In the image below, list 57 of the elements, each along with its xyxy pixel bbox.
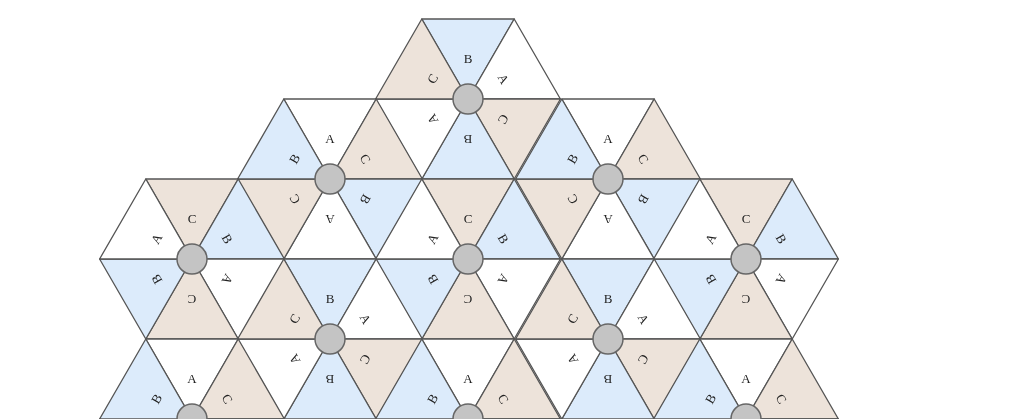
tile-letter: B — [324, 291, 336, 307]
tile-letter: C — [563, 310, 583, 329]
tile-letter: C — [633, 350, 653, 369]
tile-letter: B — [423, 390, 443, 409]
tile-letter: C — [462, 211, 474, 227]
tile-letter: C — [740, 291, 752, 307]
tile-letter: B — [147, 270, 167, 289]
tile-letter: B — [147, 390, 167, 409]
tile-letter: C — [462, 291, 474, 307]
tile-letter: B — [285, 150, 305, 169]
tile-letter: A — [493, 270, 513, 290]
tile-letter: C — [285, 310, 305, 329]
tile-letter: C — [186, 291, 198, 307]
tile-letter: A — [740, 371, 752, 387]
tile-letter: B — [324, 371, 336, 387]
tile-letter: B — [355, 190, 375, 209]
tile-letter: B — [462, 51, 474, 67]
tile-letter: A — [186, 371, 198, 387]
tile-letter: A — [633, 309, 653, 329]
tile-letter: C — [633, 150, 653, 169]
tile-letter: A — [701, 229, 721, 249]
tile-letter: C — [740, 211, 752, 227]
tile-letter: B — [563, 150, 583, 169]
tile-letter: A — [423, 110, 443, 130]
tile-letter: C — [771, 390, 791, 409]
tile-letter: B — [633, 190, 653, 209]
tile-letter: B — [771, 230, 791, 249]
tile-letter: A — [217, 270, 237, 290]
tile-letter: A — [147, 229, 167, 249]
tile-letter: C — [217, 390, 237, 409]
tile-letter: B — [602, 291, 614, 307]
tile-letter: A — [563, 350, 583, 370]
tile-letter: A — [355, 309, 375, 329]
tile-letter: A — [324, 131, 336, 147]
tile-letter: A — [602, 131, 614, 147]
tile-letter: C — [423, 70, 443, 89]
tile-letter: B — [602, 371, 614, 387]
tile-letter: C — [493, 390, 513, 409]
tile-letter: B — [493, 230, 513, 249]
tile-letter: A — [493, 69, 513, 89]
tile-letter: A — [462, 371, 474, 387]
tile-letter: C — [563, 190, 583, 209]
tile-letter: A — [423, 229, 443, 249]
tile-letter: A — [324, 211, 336, 227]
tile-letter: A — [285, 350, 305, 370]
tile-letter: C — [186, 211, 198, 227]
tile-letter: C — [355, 150, 375, 169]
tile-letter: C — [285, 190, 305, 209]
tile-letter: B — [462, 131, 474, 147]
tile-letter: A — [771, 270, 791, 290]
tile-letter: C — [355, 350, 375, 369]
tile-letter: A — [602, 211, 614, 227]
tile-letter: C — [493, 110, 513, 129]
tile-letter: B — [423, 270, 443, 289]
tile-letter: B — [701, 270, 721, 289]
tile-letter: B — [701, 390, 721, 409]
tile-letter: B — [217, 230, 237, 249]
